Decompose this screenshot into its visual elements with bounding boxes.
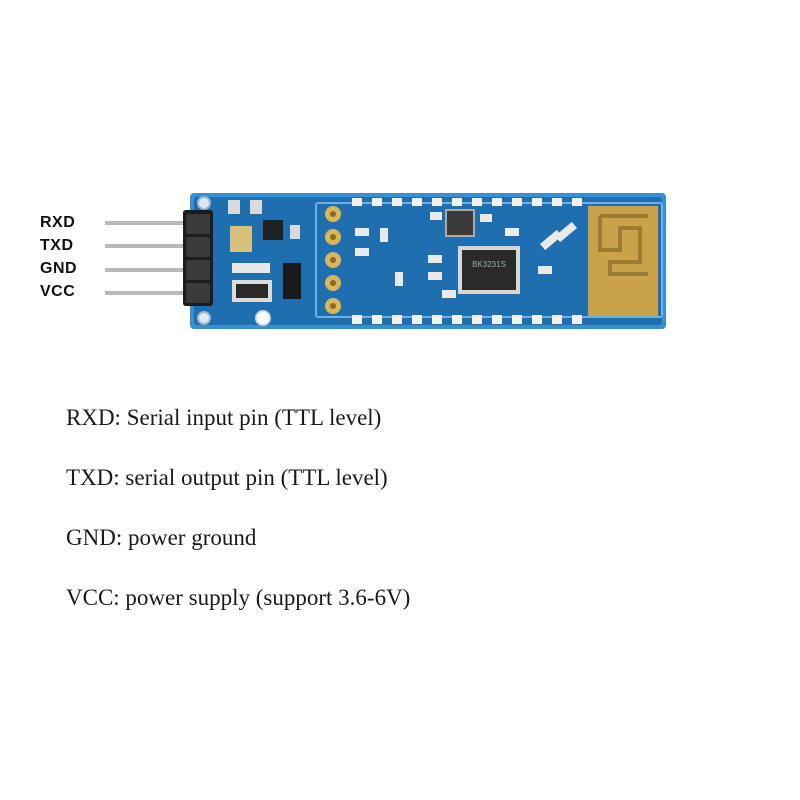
description-gnd: GND: power ground xyxy=(66,525,257,550)
description-rxd: RXD: Serial input pin (TTL level) xyxy=(66,405,382,430)
pin-label-rxd: RXD xyxy=(40,214,76,231)
module-components xyxy=(355,209,577,298)
pin-label-gnd: GND xyxy=(40,260,78,277)
passive-components xyxy=(228,200,301,302)
pin-label-txd: TXD xyxy=(40,237,74,254)
bluetooth-chip: BK3231S xyxy=(458,246,520,294)
header-pins xyxy=(105,221,195,295)
edge-pads-bottom xyxy=(352,315,582,324)
pin-label-vcc: VCC xyxy=(40,283,76,300)
description-txd: TXD: serial output pin (TTL level) xyxy=(66,465,388,490)
edge-pads-top xyxy=(352,198,582,206)
left-gold-pads xyxy=(325,206,341,314)
svg-text:BK3231S: BK3231S xyxy=(472,260,506,269)
bluetooth-module-image: BK3231S xyxy=(105,193,666,329)
module-outline xyxy=(315,202,663,318)
pcb-antenna xyxy=(588,206,658,316)
description-vcc: VCC: power supply (support 3.6-6V) xyxy=(66,585,411,610)
